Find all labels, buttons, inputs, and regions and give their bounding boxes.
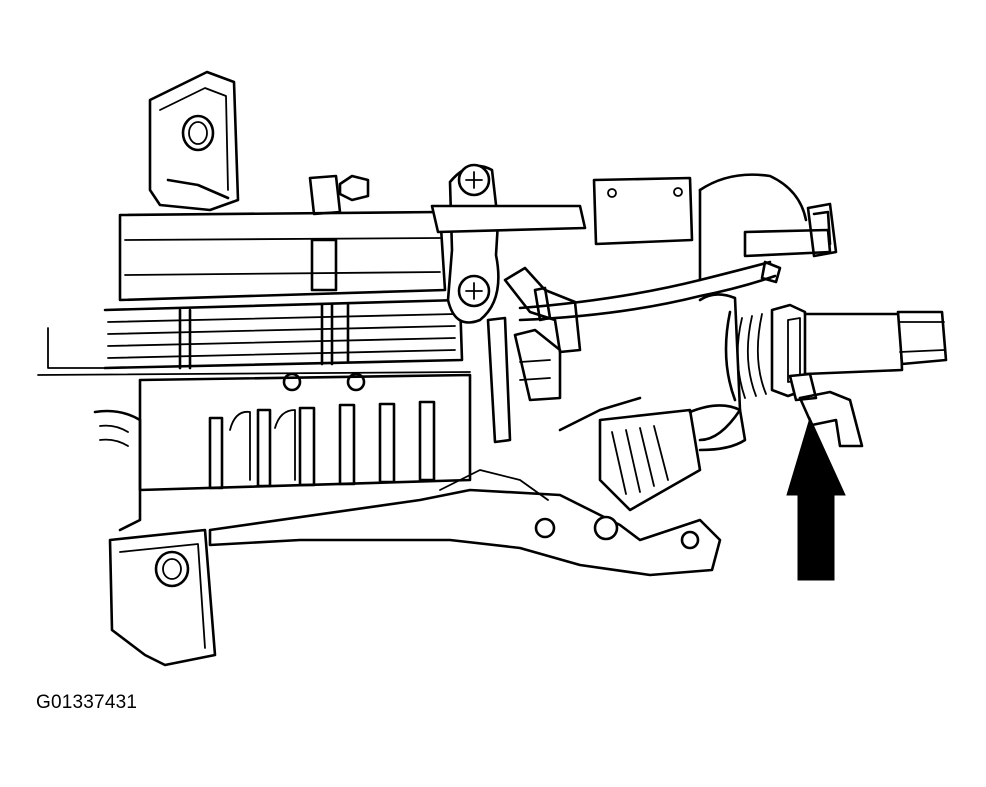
spring-assembly [698, 293, 807, 442]
pointer-arrow [786, 416, 846, 581]
upper-bracket-bolt-hole [181, 114, 215, 152]
ribbed-section [103, 298, 464, 370]
retainer-clip [788, 372, 864, 448]
right-upper-housing [698, 173, 838, 282]
upper-mounting-bracket [148, 70, 240, 212]
shaft-centerline [37, 327, 471, 376]
left-housing [93, 409, 142, 532]
figure-id-label: G01337431 [36, 692, 138, 713]
lower-ribbed-section [138, 372, 472, 492]
steering-shaft-end [803, 310, 948, 376]
tilt-lever [558, 396, 747, 512]
lower-bracket-bolt-hole [154, 550, 190, 588]
connector-bracket [486, 266, 582, 444]
base-plate [208, 469, 722, 577]
column-housing [118, 210, 447, 302]
top-stud [308, 174, 370, 216]
lower-mounting-bracket [108, 528, 217, 667]
wiring-harness [518, 260, 782, 322]
clamp-screw-upper [457, 163, 491, 197]
switch-box [592, 176, 694, 246]
center-clamp [430, 164, 587, 324]
clamp-screw-lower [457, 274, 491, 308]
